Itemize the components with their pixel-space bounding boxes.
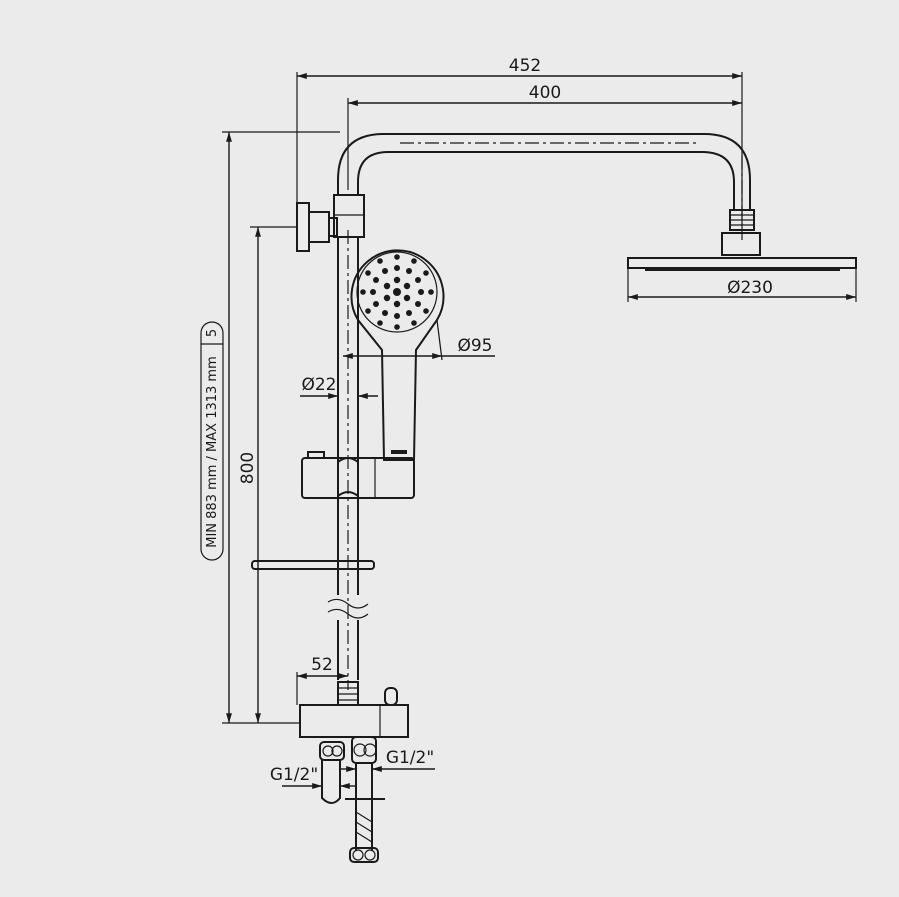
dim-thread-left: G1/2"	[270, 765, 355, 789]
rain-shower-head: Ø230	[627, 209, 857, 302]
inlet-left	[319, 741, 345, 804]
dim-400: 400	[347, 83, 742, 190]
dim-thread-right: G1/2"	[340, 748, 435, 772]
slider-holder	[301, 450, 415, 499]
spray-nozzles	[360, 254, 434, 330]
adjust-tag: 5	[205, 329, 220, 337]
inlet-right	[345, 736, 385, 863]
wall-bracket-top	[296, 202, 338, 252]
adjust-range-label: MIN 883 mm / MAX 1313 mm	[205, 356, 220, 548]
thread-left-label: G1/2"	[270, 765, 318, 785]
dim-452-label: 452	[509, 56, 541, 76]
hand-shower: Ø95	[343, 249, 495, 461]
soap-shelf	[251, 560, 375, 570]
dim-230-label: Ø230	[727, 278, 773, 298]
dim-95-label: Ø95	[457, 336, 492, 356]
dim-22-label: Ø22	[301, 375, 336, 395]
dim-22: Ø22	[300, 375, 378, 399]
mixer-body	[299, 681, 409, 738]
dim-52: 52	[296, 655, 348, 705]
thread-right-label: G1/2"	[386, 748, 434, 768]
dim-800-label: 800	[238, 452, 258, 484]
dim-adjust-range: MIN 883 mm / MAX 1313 mm 5	[200, 131, 340, 724]
dim-52-label: 52	[311, 655, 333, 675]
dim-800: 800	[238, 226, 300, 724]
riser-pipe	[327, 194, 369, 690]
dim-400-label: 400	[529, 83, 561, 103]
shower-arm	[337, 133, 751, 240]
dim-452: 452	[296, 56, 743, 230]
